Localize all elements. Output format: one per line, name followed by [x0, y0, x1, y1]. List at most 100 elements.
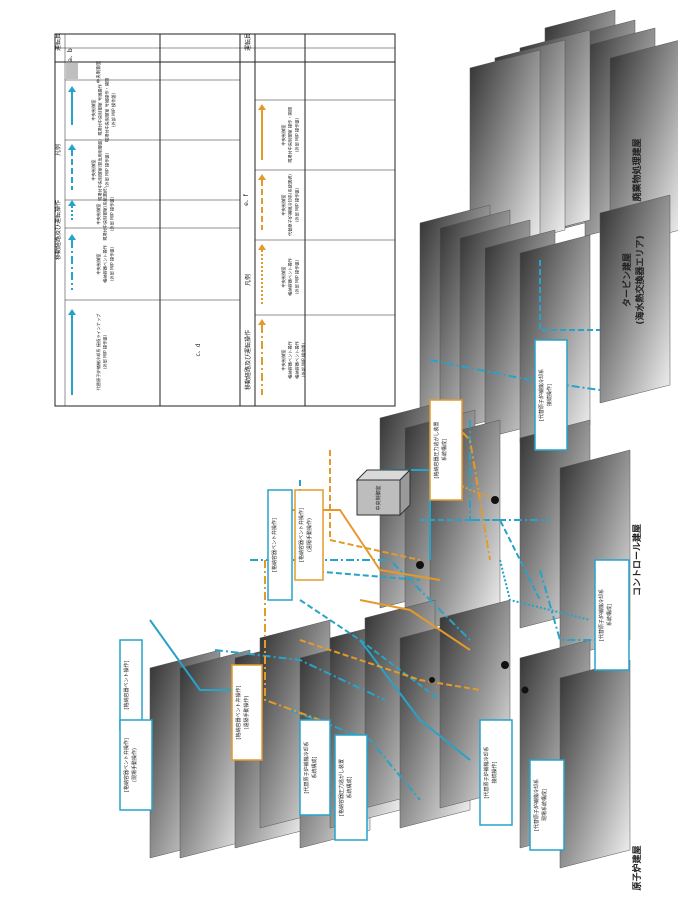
callout-box	[429, 399, 463, 501]
legend-c-row3: 代替原子炉補機冷却系 接続ラインナップ(外部 M/P 操作盤)	[95, 313, 109, 391]
callout-box	[479, 719, 513, 826]
legend-e-row3: 中央制御室格納容器ベント操作(外部 M/P 操作盤)	[280, 257, 300, 296]
turbine-building-label-line: タービン建屋	[621, 253, 633, 307]
legend-arrow-orange-dashdot	[258, 319, 266, 395]
legend-line: (外部 M/P 操作盤)	[108, 246, 115, 281]
callout-text: [格納容器ベント弁操作]	[271, 518, 278, 572]
callout-text: [格納容器ベント弁操作]	[298, 508, 305, 562]
reactor-building-label: 原子炉建屋	[631, 845, 643, 890]
legend-line: (外部 M/P 操作盤)	[293, 187, 300, 222]
route-lines	[149, 260, 601, 801]
callout-text: [代替原子炉補機冷却系	[533, 779, 540, 831]
legend-line: (外部 M/P 操作盤)	[102, 334, 109, 369]
legend-a-row0: 中央制御室	[95, 60, 102, 83]
legend-line: 現場付中央制御室(緊急用制御盤)	[97, 139, 104, 201]
legend-line: (外部 M/P 操作盤)	[300, 342, 307, 377]
callout-text: [格納容器ベント操作]	[123, 661, 130, 710]
legend-line: 中央制御室	[280, 350, 287, 371]
callout-text: (遠隔手動操作)	[243, 696, 250, 730]
floor-plate	[609, 40, 678, 249]
central-control-room-label: 中央制御室	[375, 485, 382, 510]
legend-line: 格納容器ベント操作	[287, 257, 294, 296]
legend-a-row1: 中央制御室現場付中央制御室 号機操作現場付中央制御室 号機操作・開閉(外部 M/…	[90, 78, 117, 142]
legend-line: (外部 M/P 操作盤)	[108, 196, 115, 231]
legend-e-row1: 中央制御室現場付中央制御室 操作・開閉(外部 M/P 操作盤)	[280, 107, 300, 163]
legend-line: 格納容器ベント操作	[287, 340, 294, 379]
callout-text: [格納容器圧力逃がし装置	[433, 422, 440, 479]
legend-line: 中央制御室	[280, 267, 287, 288]
callout-text: [代替原子炉補機冷却系	[598, 589, 605, 641]
callout-text: [代替原子炉補機冷却系	[303, 742, 310, 794]
legend-line: 格納容器ベント操作	[102, 244, 109, 283]
legend-e-row2: 中央制御室代替原子炉補機冷却系(系統選択)(外部 M/P 操作盤)	[280, 174, 300, 236]
callout-box	[231, 664, 263, 761]
control-building-label: コントロール建屋	[631, 524, 643, 596]
central-control-room-box: 中央制御室	[355, 468, 412, 517]
legend-header-operator-e: 運転員	[244, 33, 252, 51]
floor-plate	[599, 194, 671, 404]
legend-line: 代替原子炉補機冷却系 接続ラインナップ	[95, 313, 102, 391]
callout-box	[119, 719, 153, 811]
valve-markers	[237, 496, 529, 694]
callout-boxes: [格納容器ベント操作][格納容器ベント弁操作](現場手動操作)[格納容器ベント弁…	[119, 339, 630, 851]
legend-line: 中央制御室	[95, 204, 102, 225]
waste-building-label: 廃棄物処理建屋	[631, 138, 643, 201]
callout-text: 現場系統構成]	[541, 789, 548, 821]
callout-text: 接続操作]	[491, 761, 498, 783]
turbine-building-label: タービン建屋(海水熱交換器エリア)	[621, 235, 646, 324]
legend-arrow-cyan-solid	[68, 86, 76, 125]
legend-line: 現場付中央制御室 操作・開閉	[287, 107, 294, 163]
legend-arrow-cyan-dashed	[68, 144, 76, 190]
legend-line: (外部 M/P 操作盤)	[103, 152, 110, 187]
floor-plate	[559, 659, 631, 869]
legend-line: 現場付中央制御室(系統選択)	[102, 187, 109, 241]
legend-group-cd: c、d	[195, 343, 202, 356]
legend-line: 現場付中央制御室 号機操作・開閉	[103, 78, 110, 142]
legend-c-row2: 中央制御室格納容器ベント操作(外部 M/P 操作盤)	[95, 244, 115, 283]
legend-arrow-cyan-long	[68, 309, 76, 395]
legend-header-legend-e: 凡例	[244, 274, 252, 286]
callout-text: (現場手動操作)	[131, 748, 138, 782]
callout-box	[594, 559, 630, 671]
legend-line: 中央制御室	[90, 160, 97, 181]
legend-line: 現場付中央制御室 号機操作	[97, 83, 104, 135]
turbine-building-label-line: (海水熱交換器エリア)	[634, 235, 646, 324]
legend-arrow-orange-dashed	[258, 174, 266, 230]
callout-box	[534, 339, 568, 451]
callout-box	[267, 489, 293, 601]
legend-c-row1: 中央制御室現場付中央制御室(系統選択)(外部 M/P 操作盤)	[95, 187, 115, 241]
callout-text: [代替原子炉補機冷却系	[483, 747, 490, 799]
legend-group-ab: a、b	[67, 48, 74, 62]
callout-text: [格納容器ベント弁操作]	[235, 686, 242, 740]
callout-text: [代替原子炉補機冷却系	[538, 369, 545, 421]
legend-line: (外部 M/P 操作盤)	[110, 92, 117, 127]
callout-text: [格納容器圧力逃がし装置	[338, 759, 345, 816]
callout-text: (遠隔手動操作)	[306, 518, 313, 552]
legend-header-ops-e: 移動経路及び運転操作	[244, 330, 252, 390]
legend-line: 中央制御室	[90, 100, 97, 121]
legend-line: 中央制御室	[95, 254, 102, 275]
legend-line: 代替原子炉補機冷却系(系統選択)	[287, 174, 294, 236]
legend-table: 運転員 凡例 移動経路及び運転操作 運転員 凡例 移動経路及び運転操作 a、b …	[54, 33, 396, 407]
legend-arrow-orange-dotted	[258, 244, 266, 305]
callout-text: 系統構成]	[311, 756, 318, 778]
legend-arrow-cyan-dashdot	[68, 234, 76, 290]
legend-e-row4: 中央制御室格納容器ベント操作格納容器ベント操作(外部 M/P 操作盤)	[280, 340, 307, 379]
callout-box	[334, 734, 368, 841]
callout-box	[294, 489, 324, 581]
callout-text: 接続操作]	[546, 384, 553, 406]
legend-header-ops-a: 移動経路及び運転操作	[54, 200, 62, 260]
legend-header-operator-a: 運転員	[54, 33, 62, 51]
callout-text: 系統構成]	[606, 604, 613, 626]
legend-line: (外部 M/P 操作盤)	[293, 259, 300, 294]
callout-text: 系統構成]	[441, 439, 448, 461]
legend-arrow-cyan-dotted	[68, 200, 76, 222]
legend-group-ef: e、f	[243, 193, 250, 206]
callout-text: 系統構成]	[346, 776, 353, 798]
callout-box	[529, 759, 565, 851]
legend-a-row2: 中央制御室現場付中央制御室(緊急用制御盤)(外部 M/P 操作盤)	[90, 139, 110, 201]
callout-text: [格納容器ベント弁操作]	[123, 738, 130, 792]
callout-box	[299, 719, 331, 816]
legend-line: 中央制御室	[280, 195, 287, 216]
